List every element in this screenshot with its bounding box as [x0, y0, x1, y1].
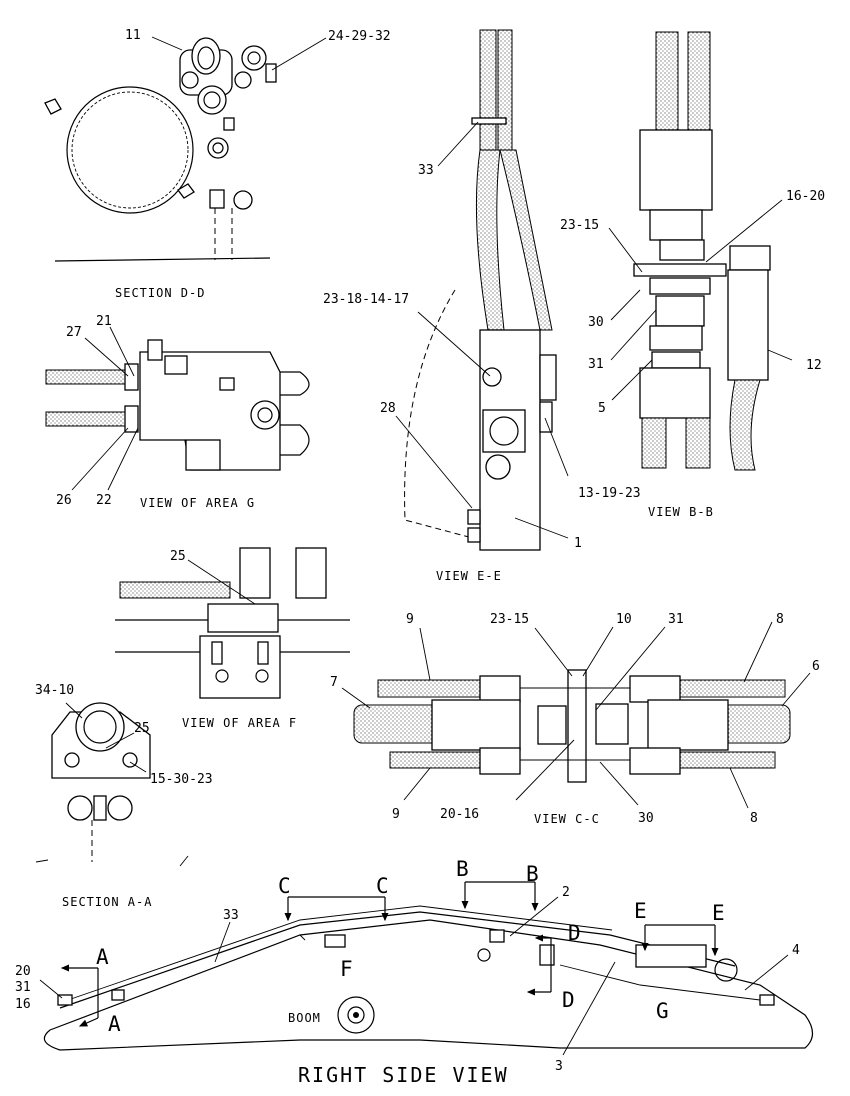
callout-10: 10: [616, 612, 632, 627]
section-label-d2: D: [562, 988, 575, 1012]
section-label-a2: A: [108, 1012, 121, 1036]
view-e-e: 33 23-18-14-17 28 13-19-23 1 VIEW E-E: [323, 29, 641, 583]
section-marker-d: D D: [526, 921, 581, 1012]
section-label-d1: D: [568, 921, 581, 945]
callout-6: 6: [812, 659, 820, 674]
area-label-g: G: [656, 999, 669, 1023]
callout-23-18-14-17: 23-18-14-17: [323, 292, 409, 307]
callout-30-c: 30: [638, 811, 654, 826]
callout-27: 27: [66, 325, 82, 340]
view-area-g: 27 21 26 22 VIEW OF AREA G: [45, 314, 310, 510]
callout-7: 7: [330, 675, 338, 690]
view-c-c: 9 23-15 10 31 8 7 6 9 20-16 30 8 VIEW C-…: [330, 612, 820, 826]
callout-20-16: 20-16: [440, 807, 479, 822]
section-marker-b: B B: [456, 857, 539, 912]
right-side-view: A A C C B B D D E E: [15, 857, 814, 1087]
section-label-b1: B: [456, 857, 469, 881]
boom-label: BOOM: [288, 1011, 321, 1025]
callout-16-side: 16: [15, 997, 31, 1012]
callout-2: 2: [562, 885, 570, 900]
section-marker-a: A A: [60, 945, 121, 1036]
area-label-f: F: [340, 957, 353, 981]
view-title-c-c: VIEW C-C: [534, 812, 600, 826]
section-label-c1: C: [278, 874, 291, 898]
callout-11: 11: [125, 28, 141, 43]
callout-24-29-32: 24-29-32: [328, 29, 391, 44]
callout-1: 1: [574, 536, 582, 551]
callout-16-20-b: 16-20: [786, 189, 825, 204]
callout-13-19-23: 13-19-23: [578, 486, 641, 501]
callout-8-top: 8: [776, 612, 784, 627]
callout-21: 21: [96, 314, 112, 329]
callout-8-bot: 8: [750, 811, 758, 826]
callout-4: 4: [792, 943, 800, 958]
callout-26: 26: [56, 493, 72, 508]
callout-31-c: 31: [668, 612, 684, 627]
callout-33-side: 33: [223, 908, 239, 923]
callout-5: 5: [598, 401, 606, 416]
callout-34-10: 34-10: [35, 683, 74, 698]
section-a-a: 34-10 25 15-30-23 SECTION A-A: [35, 683, 213, 909]
view-title-area-g: VIEW OF AREA G: [140, 496, 255, 510]
view-title-right-side: RIGHT SIDE VIEW: [298, 1063, 509, 1087]
callout-31-b: 31: [588, 357, 604, 372]
view-title-area-f: VIEW OF AREA F: [182, 716, 297, 730]
view-b-b: 16-20 23-15 30 31 5 12 VIEW B-B: [560, 31, 825, 519]
section-d-d: 11 24-29-32 SECTION D-D: [44, 28, 391, 300]
view-title-section-d: SECTION D-D: [115, 286, 205, 300]
callout-3: 3: [555, 1059, 563, 1074]
section-label-c2: C: [376, 874, 389, 898]
callout-23-15-b: 23-15: [560, 218, 599, 233]
callout-30-b: 30: [588, 315, 604, 330]
callout-25-f: 25: [170, 549, 186, 564]
section-label-e2: E: [712, 901, 725, 925]
callout-28: 28: [380, 401, 396, 416]
section-label-e1: E: [634, 899, 647, 923]
callout-12: 12: [806, 358, 822, 373]
callout-23-15-c: 23-15: [490, 612, 529, 627]
view-title-section-a: SECTION A-A: [62, 895, 152, 909]
section-label-a1: A: [96, 945, 109, 969]
section-label-b2: B: [526, 862, 539, 886]
callout-9-top: 9: [406, 612, 414, 627]
callout-31-side: 31: [15, 980, 31, 995]
callout-22: 22: [96, 493, 112, 508]
callout-15-30-23: 15-30-23: [150, 772, 213, 787]
section-marker-e: E E: [634, 899, 725, 957]
view-title-b-b: VIEW B-B: [648, 505, 714, 519]
view-area-f: 25 VIEW OF AREA F: [115, 547, 350, 730]
callout-20-side: 20: [15, 964, 31, 979]
view-title-e-e: VIEW E-E: [436, 569, 502, 583]
section-marker-c: C C: [278, 874, 389, 922]
callout-9-bot: 9: [392, 807, 400, 822]
callout-25-a: 25: [134, 721, 150, 736]
callout-33-top: 33: [418, 163, 434, 178]
